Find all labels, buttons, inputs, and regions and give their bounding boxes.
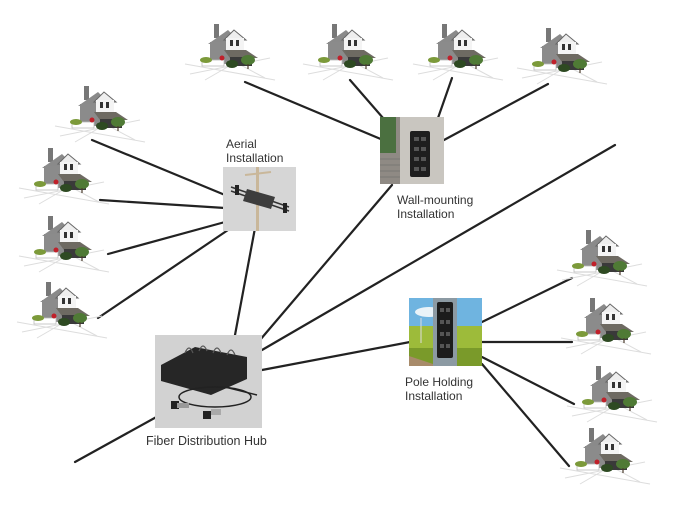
- aerial-label-line1: Aerial: [226, 137, 257, 151]
- house-right-1: [552, 228, 652, 288]
- fiber-distribution-hub-image: [155, 335, 262, 428]
- wall-mounting-installation-image: [380, 117, 444, 184]
- aerial-label-line2: Installation: [226, 151, 284, 165]
- line-aerial-house-left-1: [90, 138, 227, 197]
- aerial-installation-label: Aerial Installation: [226, 137, 283, 165]
- house-left-3: [14, 214, 114, 274]
- house-right-2: [556, 296, 656, 356]
- house-top-4: [512, 26, 612, 86]
- pole-label-line1: Pole Holding: [405, 375, 474, 389]
- pole-holding-installation-image: [409, 298, 482, 366]
- line-hub-offscreen-top-right: [260, 143, 617, 352]
- fiber-distribution-hub-label: Fiber Distribution Hub: [146, 434, 267, 448]
- line-wall-house-top-3: [436, 76, 454, 120]
- house-top-3: [408, 22, 508, 82]
- line-aerial-house-left-2: [98, 198, 227, 210]
- house-left-1: [50, 84, 150, 144]
- pole-holding-installation-label: Pole Holding Installation: [405, 375, 473, 403]
- line-wall-house-top-1: [243, 80, 385, 142]
- house-top-2: [298, 22, 398, 82]
- wall-mounting-installation-label: Wall-mounting Installation: [397, 193, 473, 221]
- house-top-1: [180, 22, 280, 82]
- line-pole-house-right-1: [480, 276, 574, 324]
- line-hub-offscreen-bottom-left: [73, 413, 162, 464]
- line-pole-house-right-4: [480, 362, 571, 468]
- wall-label-line1: Wall-mounting: [397, 193, 474, 207]
- line-hub-wall: [258, 183, 394, 342]
- line-pole-house-right-3: [480, 355, 576, 406]
- house-left-4: [12, 280, 112, 340]
- line-hub-pole: [260, 340, 412, 372]
- aerial-installation-image: [223, 167, 296, 231]
- house-right-3: [562, 364, 662, 424]
- line-wall-house-top-4: [442, 82, 550, 142]
- line-aerial-house-left-4: [96, 228, 230, 320]
- house-left-2: [14, 146, 114, 206]
- line-hub-aerial: [233, 226, 257, 337]
- wall-label-line2: Installation: [397, 207, 455, 221]
- line-wall-house-top-2: [348, 78, 385, 120]
- pole-label-line2: Installation: [405, 389, 463, 403]
- house-right-4: [555, 426, 655, 486]
- line-aerial-house-left-3: [106, 220, 227, 256]
